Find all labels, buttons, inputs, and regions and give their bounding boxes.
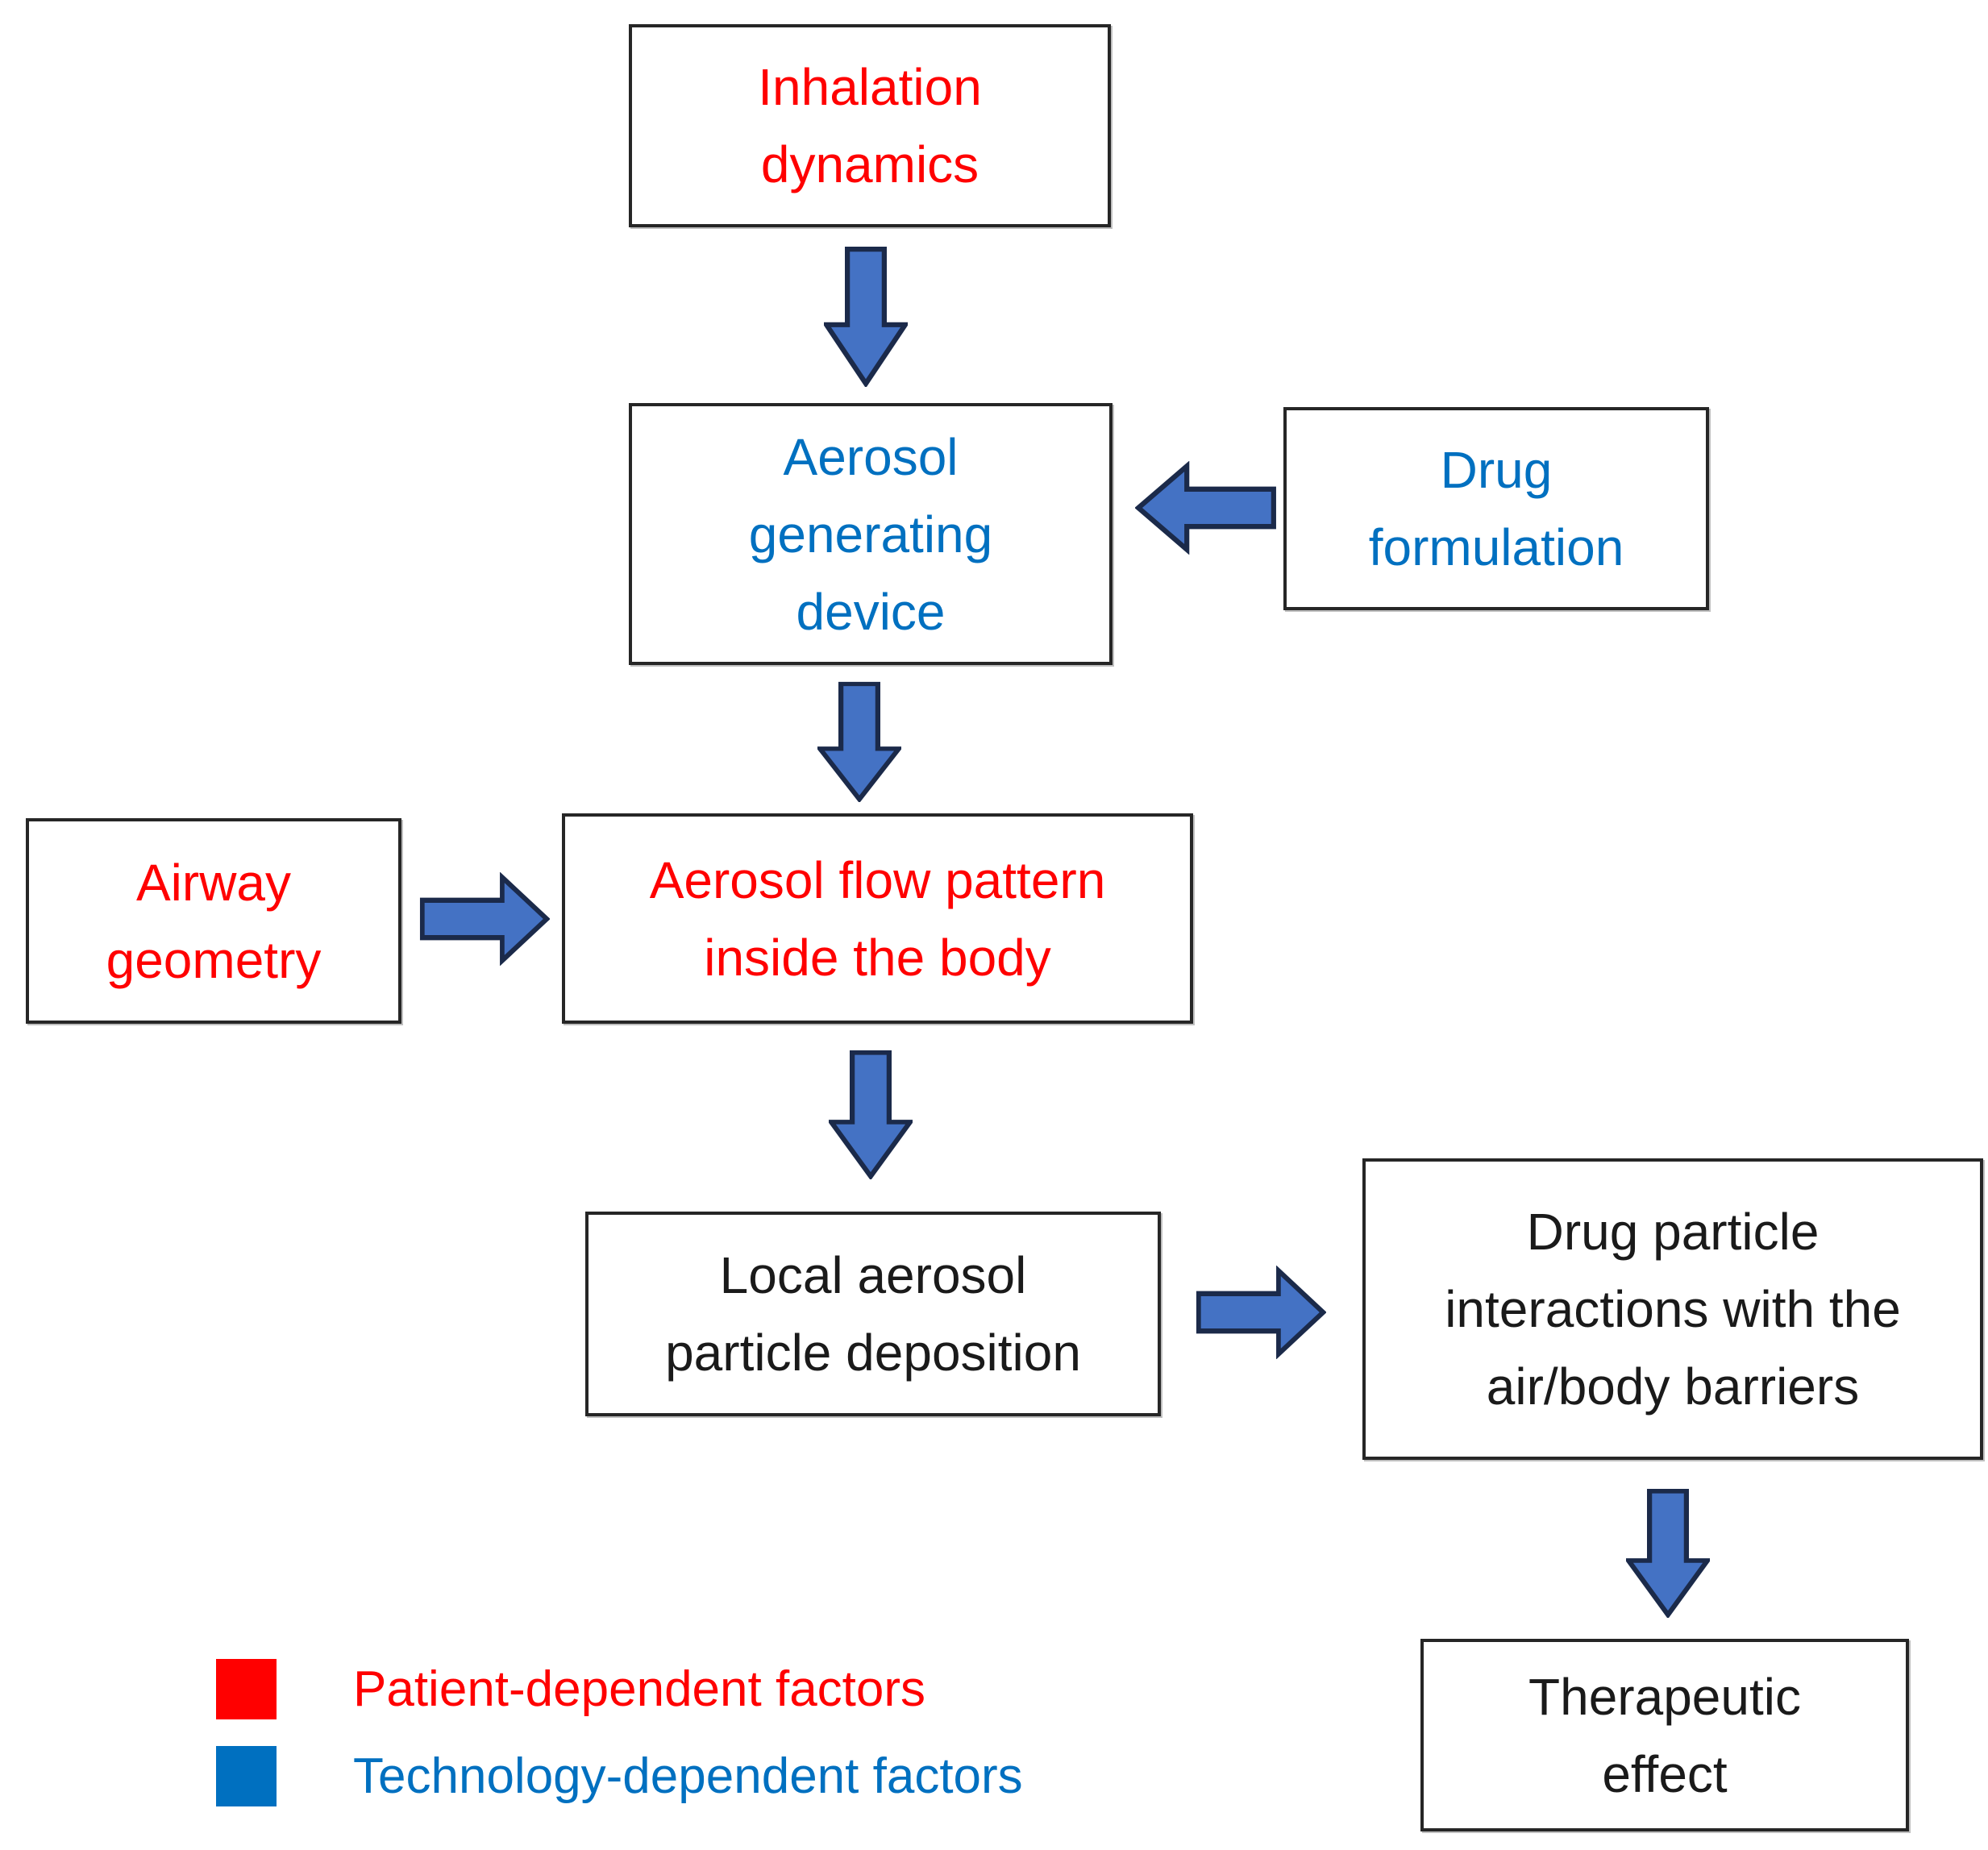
arrow-flow-pattern-to-deposition [829, 1050, 913, 1179]
legend-swatch-technology-icon [216, 1746, 277, 1806]
arrow-interactions-to-therapeutic [1626, 1488, 1710, 1618]
legend-label-technology: Technology-dependent factors [353, 1748, 1023, 1804]
node-local-aerosol-particle-deposition: Local aerosol particle deposition [585, 1212, 1161, 1416]
node-inhalation-dynamics: Inhalation dynamics [629, 24, 1111, 227]
node-therapeutic-effect: Therapeutic effect [1420, 1639, 1909, 1831]
down-arrow-icon [829, 1050, 913, 1179]
legend-swatch-patient-icon [216, 1659, 277, 1719]
node-airway-geometry: Airway geometry [26, 818, 401, 1024]
node-aerosol-generating-device: Aerosol generating device [629, 403, 1113, 665]
arrow-device-to-flow-pattern [817, 681, 901, 802]
arrow-inhalation-to-device [824, 246, 908, 387]
node-aerosol-flow-pattern: Aerosol flow pattern inside the body [562, 813, 1193, 1024]
down-arrow-icon [817, 681, 901, 802]
node-label: Airway geometry [106, 853, 322, 989]
node-label: Drug particle interactions with the air/… [1445, 1203, 1901, 1416]
node-label: Aerosol flow pattern inside the body [649, 850, 1106, 987]
legend-label-patient: Patient-dependent factors [353, 1661, 926, 1717]
left-arrow-icon [1135, 461, 1276, 555]
node-label: Local aerosol particle deposition [665, 1246, 1081, 1382]
right-arrow-icon [419, 872, 550, 966]
node-label: Therapeutic effect [1528, 1667, 1801, 1803]
node-drug-particle-interactions: Drug particle interactions with the air/… [1362, 1158, 1983, 1460]
node-label: Inhalation dynamics [758, 58, 982, 193]
node-label: Aerosol generating device [748, 427, 993, 641]
right-arrow-icon [1196, 1266, 1326, 1359]
arrow-formulation-to-device [1135, 461, 1277, 555]
node-label: Drug formulation [1368, 441, 1624, 576]
down-arrow-icon [824, 247, 908, 387]
down-arrow-icon [1626, 1488, 1710, 1618]
arrow-deposition-to-interactions [1196, 1266, 1326, 1359]
arrow-airway-to-flow-pattern [419, 872, 550, 966]
node-drug-formulation: Drug formulation [1283, 407, 1709, 610]
